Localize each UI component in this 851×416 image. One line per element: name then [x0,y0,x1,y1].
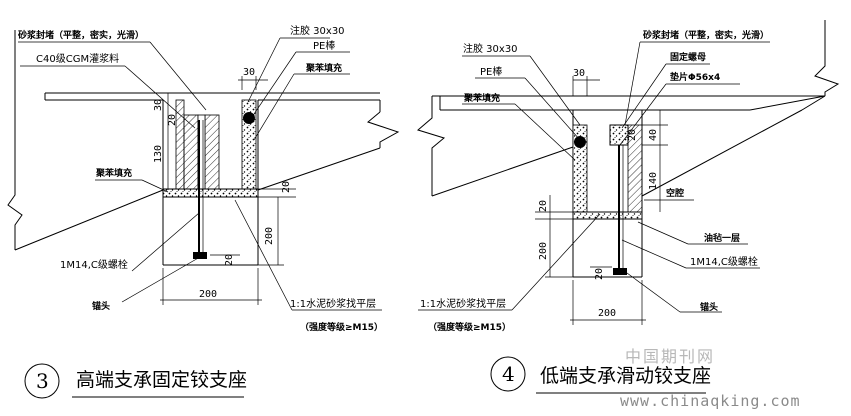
right-label-bolt: 1M14,C级螺栓 [690,255,758,268]
right-bolt [613,145,627,275]
left-leaders [18,37,382,311]
right-label-anchor: 锚头 [700,301,718,313]
left-pocket [162,99,259,191]
right-label-mortar-seal: 砂浆封堵（平整，密实，光滑） [643,29,769,41]
left-label-anchor: 锚头 [92,300,110,312]
right-label-fixed-nut: 固定螺母 [670,51,706,63]
left-dim-top: 30 [243,67,255,78]
left-label-mortar-seal: 砂浆封堵（平整，密实，光滑） [18,29,144,41]
left-label-leveling: 1:1水泥砂浆找平层 [290,297,376,310]
right-dim-v4: 20 [538,200,549,212]
left-dim-v5: 200 [264,227,275,245]
left-label-strength: （强度等级≥M15） [300,321,383,333]
left-label-bolt: 1M14,C级螺栓 [60,258,128,271]
right-dim-v1: 40 [648,129,659,141]
left-pe-rod-icon [243,112,255,124]
right-dim-top: 30 [573,68,585,79]
left-dim-v4: 20 [281,181,292,193]
right-dimensions: 30 40 20 140 20 200 20 200 [535,68,668,325]
right-upper-slab [416,20,840,197]
right-detail-title: 低端支承滑动铰支座 [540,365,711,387]
right-dim-v5: 200 [538,242,549,260]
right-label-felt: 油毡一层 [704,232,740,244]
right-label-foam: 聚苯填充 [463,92,500,104]
watermark-url: www.chinaqking.com [620,392,801,410]
watermark-cn: 中国期刊网 [625,347,715,366]
right-dim-v6: 20 [594,268,605,280]
right-label-pe-rod: PE棒 [480,65,502,78]
right-support-column [572,219,643,278]
left-label-sealant: 注胶 30x30 [290,24,345,37]
left-dim-v6: 20 [224,254,235,266]
right-dim-bottom: 200 [598,308,616,319]
right-detail-number-circle [490,356,526,392]
right-label-strength: （强度等级≥M15） [428,321,511,333]
left-dim-v1: 30 [153,99,164,111]
right-anchor-head-icon [613,268,627,275]
left-dim-bottom: 200 [199,289,217,300]
right-label-cavity: 空腔 [666,187,684,199]
left-detail-number: 3 [36,369,49,393]
left-support-column [162,197,259,266]
right-dim-v3: 140 [648,172,659,190]
left-leveling-layer [162,188,259,198]
left-dim-v3: 130 [153,145,164,163]
left-label-foam-side: 聚苯填充 [95,167,132,179]
left-label-foam-top: 聚苯填充 [305,62,342,74]
right-label-leveling: 1:1水泥砂浆找平层 [420,297,506,310]
right-pe-rod-icon [574,136,586,148]
left-dim-v2: 20 [167,114,178,126]
right-leaders [418,41,770,313]
right-label-washer: 垫片Φ56x4 [670,71,720,83]
right-detail-number: 4 [502,362,515,386]
left-label-pe-rod: PE棒 [313,39,335,52]
right-fixed-nut [609,124,629,146]
left-label-grout: C40级CGM灌浆料 [36,52,119,65]
left-break-lines [7,30,164,251]
right-dim-v2: 20 [627,129,638,141]
left-bolt [193,120,207,259]
left-dimensions: 30 30 20 130 20 200 20 200 [153,67,296,305]
right-label-sealant: 注胶 30x30 [463,42,518,55]
right-pocket [572,110,643,213]
right-leveling-layer [572,211,643,220]
left-detail-number-circle [24,363,60,399]
left-detail-title: 高端支承固定铰支座 [76,369,247,391]
left-anchor-head-icon [193,252,207,259]
right-detail: 30 40 20 140 20 200 20 200 [416,20,840,394]
left-detail: 30 30 20 130 20 200 20 200 [7,24,400,399]
